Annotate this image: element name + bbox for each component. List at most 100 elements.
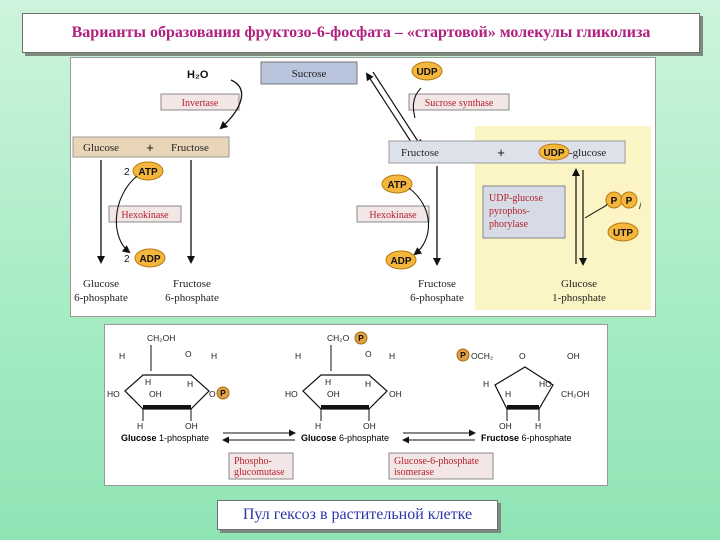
ho-label: HO [107, 389, 120, 399]
udp-label: UDP [416, 67, 437, 78]
ring-oxygen: O [185, 349, 192, 359]
hexokinase-label-left: Hexokinase [121, 210, 169, 221]
sucrose-synthase-reverse-arrow [365, 72, 416, 149]
g6p-compound-label: Glucose 6-phosphate [301, 433, 389, 443]
gpi-line2: isomerase [394, 467, 435, 478]
ch2oh-label: CH₂OH [561, 389, 589, 399]
udp-glucose-udp-label: UDP [543, 148, 564, 159]
phosphate-coin [456, 348, 470, 362]
h-label: H [315, 421, 321, 431]
phosphate-coin [354, 331, 368, 345]
ch2o-label: CH₂O [327, 333, 350, 343]
phosphate-label: P [358, 333, 364, 343]
oh-label: OH [327, 389, 340, 399]
utp-coin [607, 222, 639, 242]
plus-sign: + [146, 140, 154, 155]
hexose-phosphate-panel: CH₂OH O H H H H HO OH O P H OH CH₂O P O … [104, 324, 608, 486]
oh-label: OH [567, 351, 580, 361]
hexokinase-box-left [108, 205, 182, 223]
invertase-box [160, 93, 240, 111]
adp-count-label: 2 [124, 254, 130, 265]
ugpp-line3: phorylase [489, 219, 528, 230]
gpi-box [388, 452, 494, 480]
caption: Пул гексоз в растительной клетке [242, 506, 473, 523]
pathway-diagram: Sucrose H₂O Invertase Glucose + Fructose… [72, 61, 651, 310]
adp-coin-right [385, 250, 417, 270]
fructose-6-phosphate-structure: P OCH₂ O OH H H HO CH₂OH OH H [456, 348, 589, 431]
g6p-rest: 6-phosphate [337, 433, 390, 443]
metabolic-pathway-panel: Sucrose H₂O Invertase Glucose + Fructose… [70, 57, 656, 317]
fructose-udpglucose-bar [388, 140, 626, 164]
ugpp-box [482, 185, 566, 239]
water-label: H₂O [187, 69, 209, 81]
f6p-rest: 6-phosphate [519, 433, 572, 443]
oh-label: OH [363, 421, 376, 431]
h-label: H [187, 379, 193, 389]
atp-coin-right [381, 174, 413, 194]
fructose-label: Fructose [171, 142, 209, 154]
hexose-structures: CH₂OH O H H H H HO OH O P H OH CH₂O P O … [107, 331, 589, 480]
h-label: H [535, 421, 541, 431]
atp-label-left: ATP [138, 167, 158, 178]
g6p-line2-left: 6-phosphate [74, 292, 128, 304]
pgm-line1: Phospho- [234, 456, 272, 467]
f6p-line2-right: 6-phosphate [410, 292, 464, 304]
atp-to-adp-curve-right [408, 187, 430, 256]
ugpp-line1: UDP-glucose [489, 193, 543, 204]
ppi-coin-2 [620, 191, 638, 209]
g6p-line1-left: Glucose [83, 278, 119, 290]
h-label: H [325, 377, 331, 387]
plus-sign-right: + [497, 145, 505, 160]
ppi-subscript: i [639, 201, 642, 211]
ho-label: HO [539, 379, 552, 389]
hexokinase-label-right: Hexokinase [369, 210, 417, 221]
invertase-arrow [219, 79, 243, 130]
udp-glucose-suffix: -glucose [569, 147, 606, 159]
page-title: Варианты образования фруктозо-6-фосфата … [71, 24, 651, 41]
invertase-label: Invertase [182, 98, 219, 109]
f6p-line1-left: Fructose [173, 278, 211, 290]
adp-label-left: ADP [139, 254, 160, 265]
h-label: H [137, 421, 143, 431]
ppi-curve [584, 203, 608, 219]
sucrose-synthase-box [408, 93, 510, 111]
o-label: O [209, 389, 216, 399]
caption-box: Пул гексоз в растительной клетке [217, 500, 498, 530]
h-label: H [483, 379, 489, 389]
oh-label: OH [499, 421, 512, 431]
h-label: H [295, 351, 301, 361]
ppi-p2: P [626, 196, 633, 207]
ho-label: HO [285, 389, 298, 399]
h-label: H [365, 379, 371, 389]
pgm-box [228, 452, 294, 480]
g1p-compound-label: Glucose 1-phosphate [121, 433, 209, 443]
udp-coin [411, 61, 443, 81]
adp-label-right: ADP [390, 256, 411, 267]
utp-label: UTP [613, 228, 633, 239]
f6p-line1-right: Fructose [418, 278, 456, 290]
atp-label-right: ATP [387, 180, 407, 191]
atp-count-label: 2 [124, 167, 130, 178]
udp-glucose-coin [538, 143, 570, 161]
adp-coin-left [134, 248, 166, 268]
gpi-line1: Glucose-6-phosphate [394, 456, 480, 467]
pgm-line2: glucomutase [234, 467, 285, 478]
phosphate-coin [216, 386, 230, 400]
h-label: H [389, 351, 395, 361]
glucose-1-phosphate-structure: CH₂OH O H H H H HO OH O P H OH [107, 333, 230, 431]
h-label: H [119, 351, 125, 361]
hexokinase-box-right [356, 205, 430, 223]
h-label: H [211, 351, 217, 361]
ring-oxygen: O [519, 351, 526, 361]
f6p-line2-left: 6-phosphate [165, 292, 219, 304]
atp-to-adp-curve-left [115, 175, 138, 254]
glucose-label: Glucose [83, 142, 119, 154]
oh-label: OH [389, 389, 402, 399]
phosphate-label: P [220, 388, 226, 398]
h-label: H [505, 389, 511, 399]
g1p-line2: 1-phosphate [552, 292, 606, 304]
sucrose-label: Sucrose [292, 68, 327, 80]
ppi-p1: P [611, 196, 618, 207]
atp-coin-left [132, 161, 164, 181]
ch2oh-label: CH₂OH [147, 333, 175, 343]
